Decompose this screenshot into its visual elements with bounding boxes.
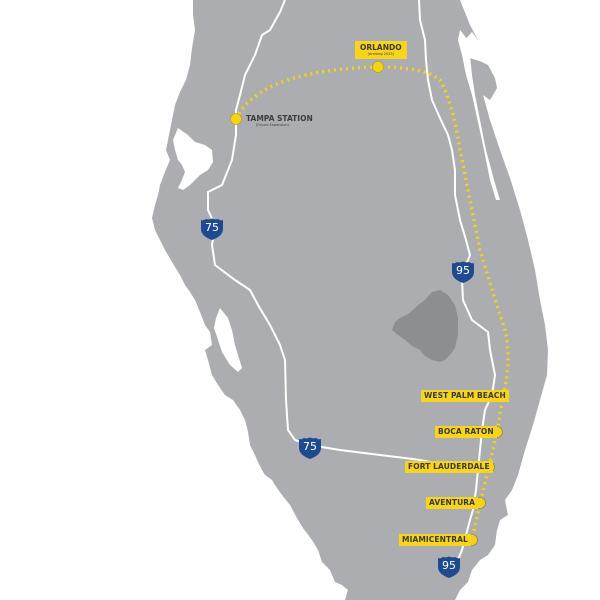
- station-label-boca-raton[interactable]: BOCA RATON: [435, 426, 497, 438]
- highway-number: 75: [205, 221, 219, 234]
- brightline-rail-route: [234, 65, 510, 541]
- station-label-fort-lauderdale[interactable]: FORT LAUDERDALE: [405, 461, 493, 473]
- highway-number: 95: [442, 559, 456, 572]
- highway-number: 95: [456, 264, 470, 277]
- station-label-orlando[interactable]: ORLANDO (Arriving 2023): [355, 41, 407, 59]
- barrier-islands: [458, 30, 500, 200]
- interstate-shield-icon: 75: [298, 437, 322, 459]
- interstate-shield-icon: 95: [437, 556, 461, 578]
- station-subtitle: (Future Expansion): [256, 123, 290, 127]
- station-label-west-palm-beach[interactable]: WEST PALM BEACH: [421, 390, 509, 402]
- florida-landmass: [152, 0, 548, 600]
- interstate-shield-icon: 95: [451, 261, 475, 283]
- station-label-aventura[interactable]: AVENTURA: [426, 497, 479, 509]
- tampa-bay: [173, 128, 213, 190]
- highway-number: 75: [303, 440, 317, 453]
- biscayne-bay: [470, 520, 510, 600]
- station-label-miamicentral[interactable]: MIAMICENTRAL: [399, 534, 471, 546]
- station-label-tampa[interactable]: TAMPA STATION (Future Expansion): [246, 114, 313, 128]
- interstate-95-road: [418, 0, 497, 568]
- station-subtitle: (Arriving 2023): [367, 52, 395, 56]
- charlotte-harbor: [214, 308, 242, 372]
- station-name: TAMPA STATION: [246, 114, 313, 123]
- lake-okeechobee: [392, 290, 458, 362]
- station-name: ORLANDO: [360, 43, 402, 52]
- interstate-shield-icon: 75: [200, 218, 224, 240]
